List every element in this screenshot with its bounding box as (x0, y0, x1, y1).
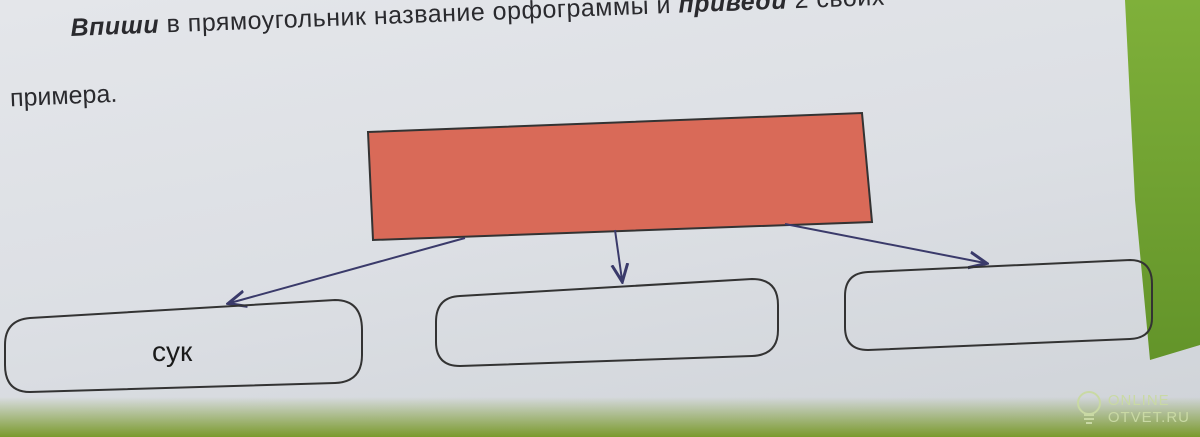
watermark-line-1: ONLINE (1107, 392, 1170, 409)
orthogram-rectangle[interactable] (366, 111, 874, 242)
arrow-middle (615, 229, 622, 280)
watermark-line-2: OTVET.RU (1107, 409, 1190, 426)
example-text: сук (152, 336, 193, 367)
arrow-left (230, 237, 466, 303)
page-bottom-shadow (0, 397, 1200, 437)
lightbulb-icon (1076, 391, 1101, 424)
example-box-2[interactable] (435, 277, 779, 368)
example-box-3[interactable] (844, 258, 1153, 352)
example-box-1[interactable] (4, 298, 363, 394)
arrow-right (784, 223, 985, 263)
